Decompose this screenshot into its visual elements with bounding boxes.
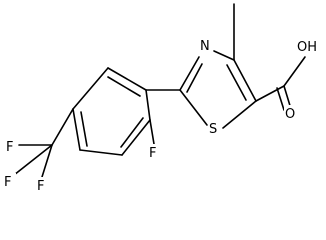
atom-cf3-f-c: F bbox=[37, 179, 44, 194]
bond-c2-n3 bbox=[179, 56, 200, 91]
bond-ring-cf3 bbox=[51, 108, 74, 146]
bond-c2-n3-double bbox=[186, 63, 203, 93]
bond-ring-b bbox=[72, 67, 109, 110]
bond-ring-e-double bbox=[120, 117, 144, 148]
bond-ring-a bbox=[107, 67, 147, 91]
bond-ring-fluoro bbox=[149, 119, 155, 145]
molecule-structure: N S OH O F F F F bbox=[4, 3, 322, 194]
atom-hydroxyl-o: OH bbox=[297, 40, 317, 55]
bond-carboxyl-o-double bbox=[276, 87, 285, 111]
bond-ring-c-double bbox=[80, 111, 88, 147]
atom-labels: N S OH O F F F F bbox=[4, 37, 322, 194]
bond-c5-carboxyl bbox=[255, 85, 285, 102]
bond-ring-c bbox=[72, 108, 81, 151]
bond-c4-c5 bbox=[233, 59, 257, 102]
bond-s1-c2 bbox=[179, 89, 208, 126]
bonds bbox=[13, 3, 306, 178]
bond-cf3-fb bbox=[13, 144, 53, 176]
bond-cf3-fc bbox=[41, 144, 53, 178]
bond-c4-c5-double bbox=[226, 64, 247, 101]
bond-ring-d bbox=[79, 149, 123, 156]
bond-ring-e bbox=[121, 119, 151, 156]
bond-carboxyl-oh bbox=[283, 56, 306, 87]
bond-ring-f bbox=[145, 89, 151, 121]
atom-carbonyl-o: O bbox=[285, 107, 295, 122]
bond-c5-s1 bbox=[222, 100, 257, 129]
atom-s1: S bbox=[209, 122, 217, 137]
atom-cf3-f-a: F bbox=[6, 140, 13, 155]
bond-ring-a-double bbox=[107, 76, 141, 97]
bond-n3-c4 bbox=[213, 50, 235, 61]
atom-cf3-f-b: F bbox=[4, 175, 11, 190]
atom-n3: N bbox=[200, 39, 210, 54]
atom-ortho-f: F bbox=[149, 146, 156, 161]
